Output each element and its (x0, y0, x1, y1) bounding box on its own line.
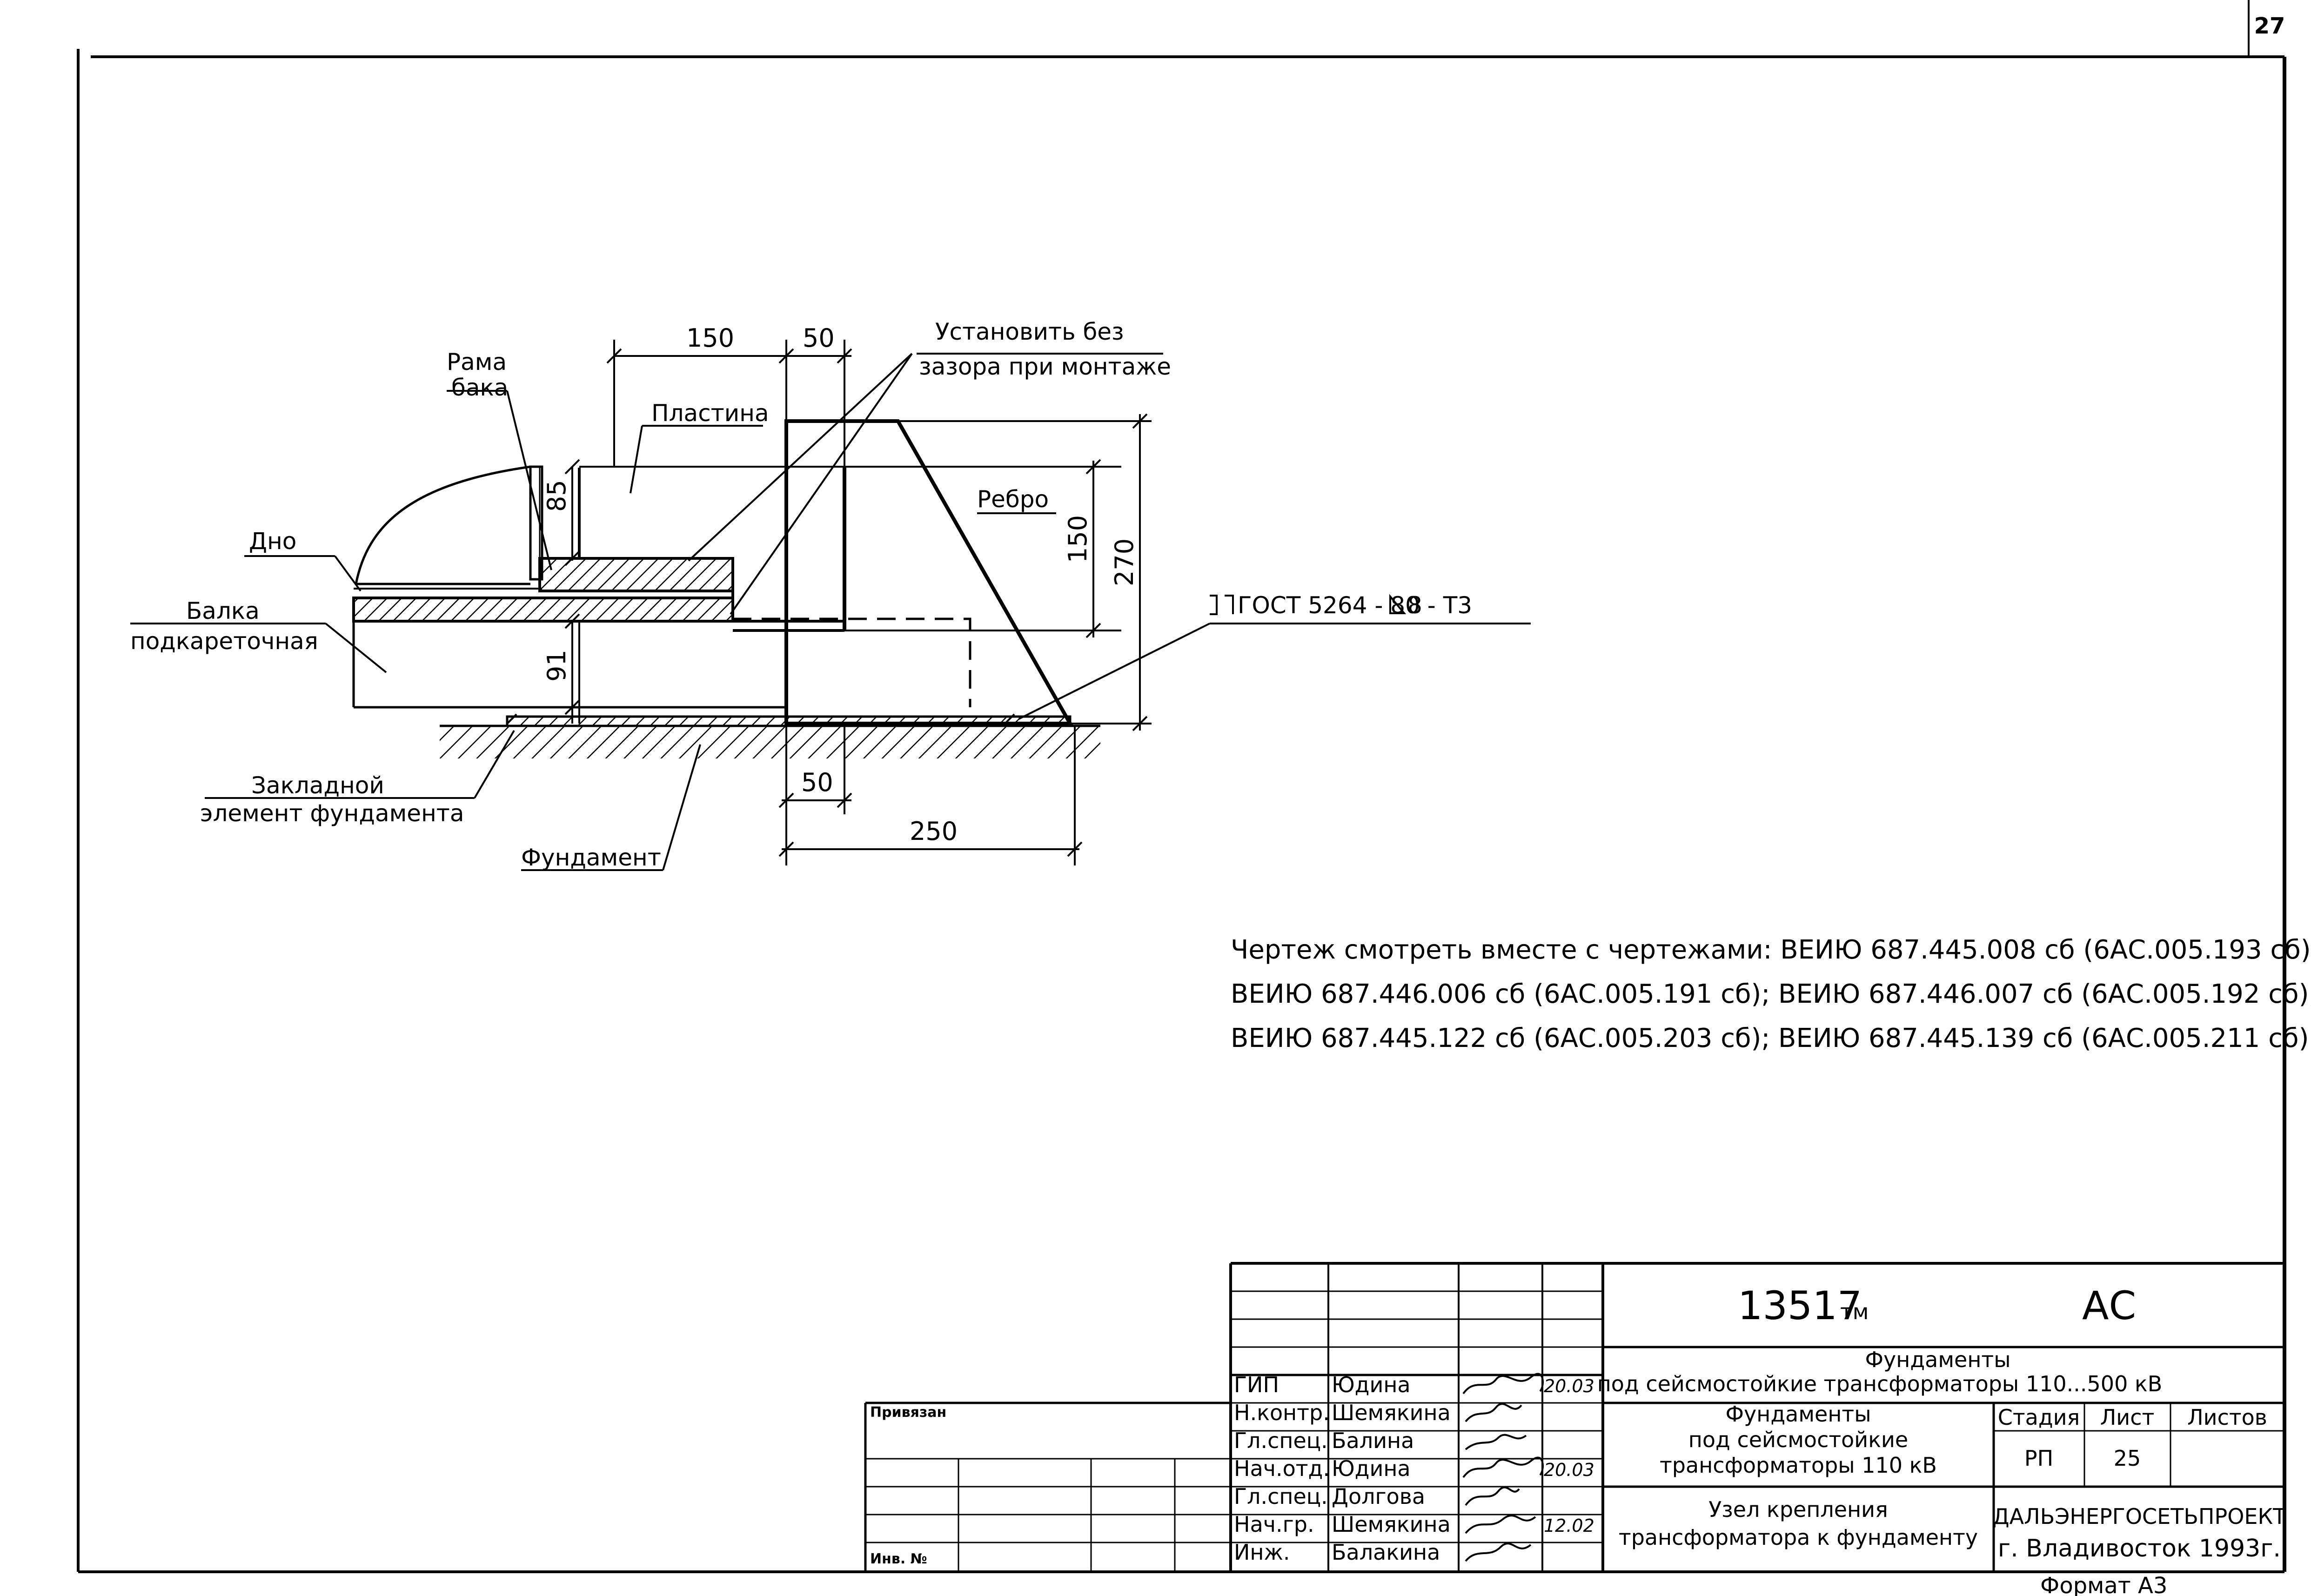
attachment-detail-drawing (352, 419, 1100, 758)
label-beam-1: Балка (186, 597, 260, 624)
staff-date: 20.03 (1544, 1376, 1594, 1396)
note-line-1: Чертеж смотреть вместе с чертежами: ВЕИЮ… (1231, 935, 2311, 965)
staff-name: Юдина (1332, 1456, 1411, 1481)
foundation-hatched (440, 726, 1100, 758)
dim-50-bottom: 50 (801, 768, 833, 797)
sheet-title-3: трансформаторы 110 кВ (1660, 1453, 1937, 1478)
label-tank-frame-2: бака (451, 374, 508, 401)
dimension-lines (564, 340, 1152, 865)
staff-name: Юдина (1332, 1372, 1411, 1397)
drawing-title-1: Узел крепления (1708, 1497, 1888, 1522)
binding-label: Привязан (870, 1404, 946, 1421)
staff-table: ГИП Юдина 20.03 Н.контр. Шемякина Гл.спе… (1234, 1372, 1594, 1565)
staff-role: Гл.спец. (1234, 1484, 1328, 1509)
note-line-2: ВЕИЮ 687.446.006 сб (6АС.005.191 сб); ВЕ… (1231, 979, 2311, 1009)
dim-85: 85 (542, 480, 571, 512)
leader-lines (130, 353, 1531, 871)
staff-date: 20.03 (1544, 1460, 1594, 1480)
project-title-2: под сейсмостойкие трансформаторы 110...5… (1597, 1371, 2163, 1396)
sheet-number-value: 25 (2114, 1446, 2141, 1471)
label-bottom: Дно (249, 528, 296, 555)
weld-symbol (1210, 594, 1407, 615)
label-weld-spec: ГОСТ 5264 - 80 - Т3 (1238, 592, 1472, 619)
document-code: 13517 (1738, 1283, 1862, 1328)
stage-header: Стадия (1998, 1405, 2080, 1430)
dim-50-top: 50 (803, 323, 835, 353)
staff-name: Шемякина (1332, 1400, 1451, 1425)
organization-name: ДАЛЬЭНЕРГОСЕТЬПРОЕКТ (1993, 1504, 2286, 1529)
embedded-element-hatched (506, 715, 1072, 727)
staff-role: Гл.спец. (1234, 1428, 1328, 1453)
label-embedded-1: Закладной (251, 772, 384, 799)
carriage-beam-flange-hatched (352, 597, 734, 623)
sheets-header: Листов (2187, 1405, 2267, 1430)
label-weld-leg: 8 (1407, 592, 1422, 619)
title-block (864, 1262, 2284, 1572)
dim-150-top: 150 (686, 323, 734, 353)
page-number: 27 (2254, 13, 2285, 39)
dim-270: 270 (1110, 538, 1139, 586)
staff-name: Балакина (1332, 1540, 1440, 1565)
document-mark: АС (2082, 1283, 2136, 1328)
staff-name: Шемякина (1332, 1512, 1451, 1537)
dim-91: 91 (542, 650, 571, 682)
label-embedded-2: элемент фундамента (200, 800, 464, 827)
label-install-1: Установить без (935, 318, 1124, 345)
stage-value: РП (2024, 1446, 2053, 1471)
signature-scribbles (1462, 1373, 1544, 1562)
staff-name: Долгова (1332, 1484, 1425, 1509)
staff-role: Н.контр. (1234, 1400, 1330, 1425)
drawing-title-2: трансформатора к фундаменту (1619, 1525, 1978, 1550)
label-rib: Ребро (977, 486, 1049, 513)
label-plate: Пластина (651, 400, 769, 427)
hidden-plate-dashed (733, 617, 971, 707)
document-code-suffix: тм (1840, 1299, 1869, 1324)
sheet-title-1: Фундаменты (1725, 1402, 1871, 1427)
staff-role: Нач.отд. (1234, 1456, 1330, 1481)
organization-city-year: г. Владивосток 1993г. (1998, 1535, 2281, 1562)
staff-role: Инж. (1234, 1540, 1290, 1565)
sheet-header: Лист (2100, 1405, 2155, 1430)
dim-250: 250 (910, 817, 958, 846)
label-foundation: Фундамент (521, 844, 661, 871)
plate-upper-hatched (538, 557, 734, 592)
label-tank-frame-1: Рама (447, 349, 507, 376)
paper-format: Формат А3 (2040, 1573, 2167, 1596)
staff-date: 12.02 (1544, 1516, 1594, 1536)
dim-150-right: 150 (1063, 515, 1092, 563)
staff-role: ГИП (1234, 1372, 1279, 1397)
note-line-3: ВЕИЮ 687.445.122 сб (6АС.005.203 сб); ВЕ… (1231, 1023, 2311, 1053)
tank-shell-outline (355, 465, 531, 584)
label-install-2: зазора при монтаже (919, 353, 1171, 380)
project-title-1: Фундаменты (1865, 1347, 2010, 1372)
label-beam-2: подкареточная (130, 628, 318, 655)
sheet-title-2: под сейсмостойкие (1688, 1427, 1908, 1452)
inventory-number-label: Инв. № (870, 1551, 927, 1567)
staff-role: Нач.гр. (1234, 1512, 1314, 1537)
sheet-frame (77, 0, 2286, 1573)
staff-name: Балина (1332, 1428, 1414, 1453)
